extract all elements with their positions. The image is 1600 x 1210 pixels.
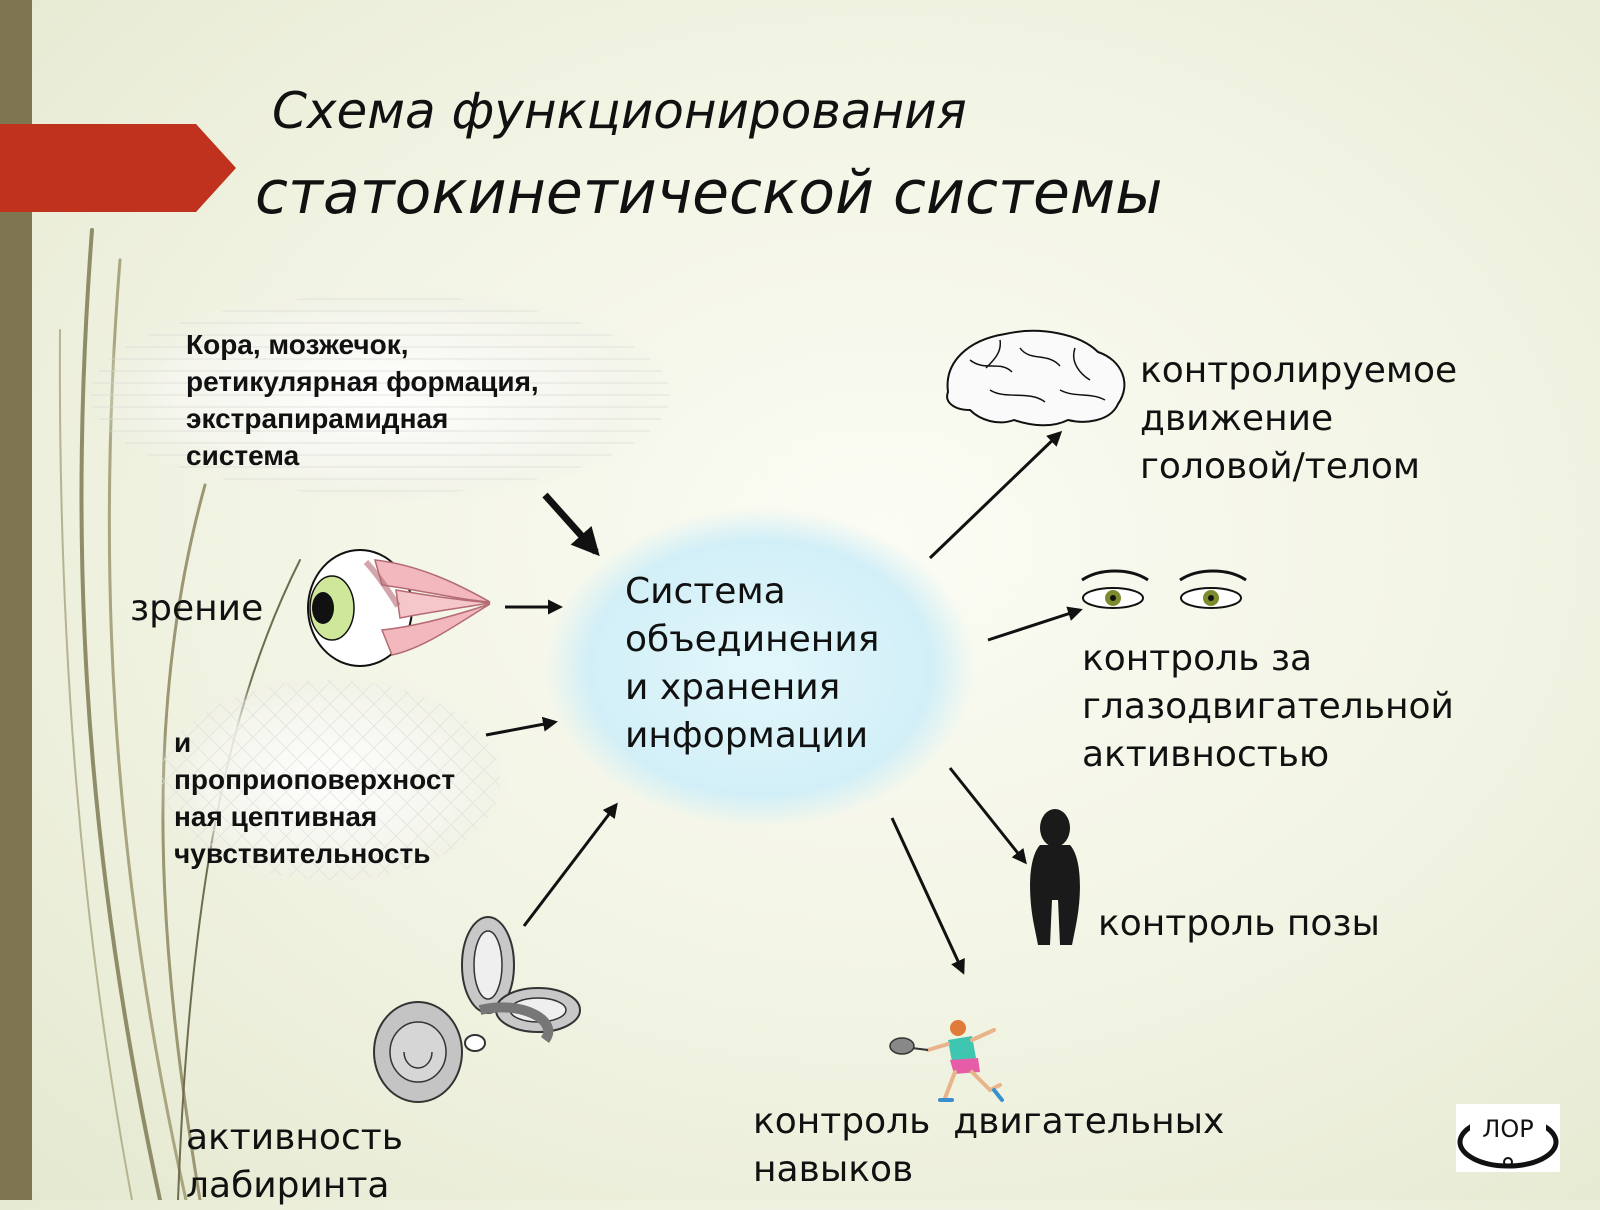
title-line-1: Схема функционирования: [272, 82, 967, 140]
diagram-arrows: [485, 430, 1083, 975]
person-silhouette-icon: [1030, 809, 1080, 945]
arrow-center-to-head: [928, 430, 1063, 560]
center-node: [545, 508, 975, 828]
logo-text: ЛОР: [1482, 1115, 1533, 1143]
tennis-player-icon: [889, 1020, 1004, 1102]
labyrinth-label: активность лабиринта: [186, 1117, 403, 1206]
cortex-label: Кора, мозжечок, ретикулярная формация, э…: [186, 329, 539, 471]
inner-ear-icon: [373, 916, 581, 1103]
arrow-center-to-skills: [890, 817, 965, 975]
vision-label: зрение: [130, 588, 264, 629]
motor-skills-label: контроль двигательных навыков: [753, 1101, 1225, 1190]
posture-label: контроль позы: [1098, 903, 1380, 944]
head-body-label: контролируемое движение головой/телом: [1140, 350, 1458, 487]
center-label: Система объединения и хранения информаци…: [625, 571, 880, 756]
brain-icon: [946, 329, 1126, 427]
arrow-labyrinth-to-center: [522, 802, 618, 927]
arrow-center-to-eye: [987, 606, 1083, 642]
title-accent-tab: [0, 124, 236, 212]
arrow-center-to-posture: [948, 767, 1027, 865]
eye-control-label: контроль за глазодвигательной активность…: [1082, 638, 1454, 775]
lor-logo-icon: ЛОР: [1456, 1104, 1560, 1172]
title-line-2: статокинетической системы: [255, 158, 1163, 228]
proprio-label: и проприоповерхност ная цептивная чувств…: [174, 727, 456, 869]
arrow-proprio-to-center: [485, 716, 558, 737]
eyeball-icon: [307, 549, 491, 667]
eyes-icon: [1081, 569, 1247, 609]
arrow-cortex-to-center: [542, 492, 600, 557]
